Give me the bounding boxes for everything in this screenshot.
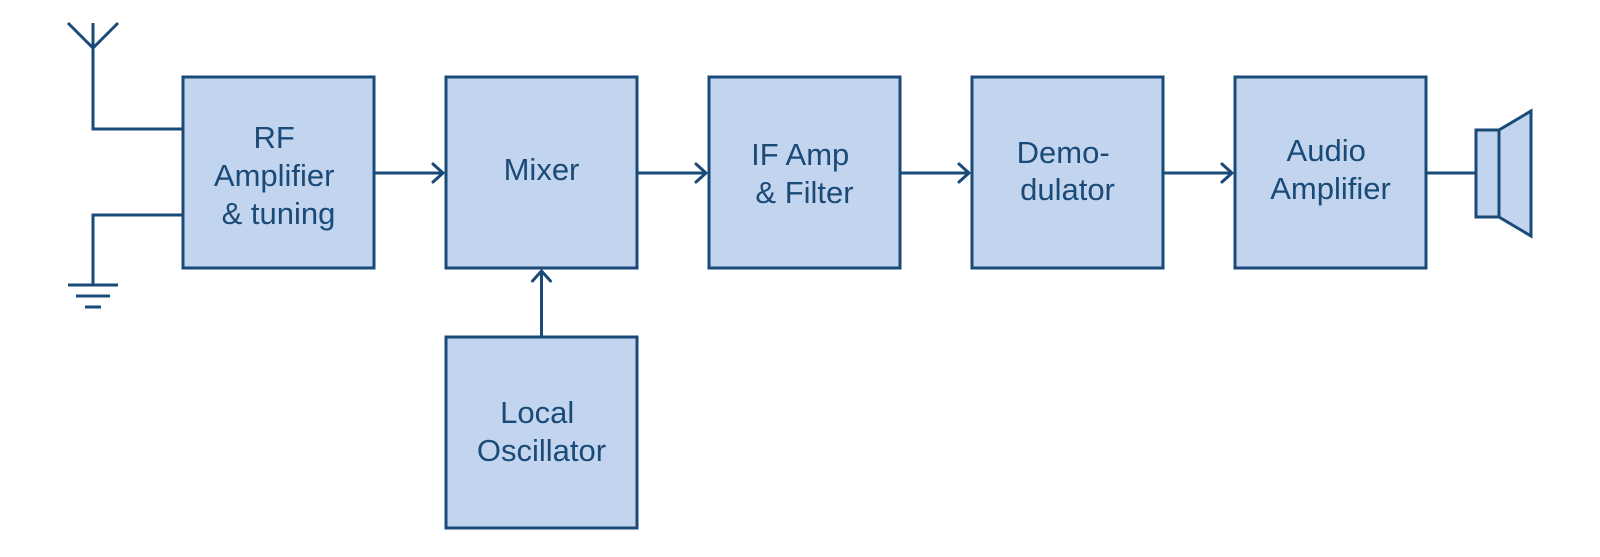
mixer-label: Mixer <box>504 152 580 187</box>
audio-amplifier-block: Audio Amplifier <box>1233 75 1428 270</box>
if-amp-filter-block: IF Amp & Filter <box>707 75 902 270</box>
antenna-icon <box>66 21 120 51</box>
rf-amplifier-label: RF Amplifier & tuning <box>214 120 343 231</box>
if-amp-filter-label: IF Amp & Filter <box>751 137 858 210</box>
arrow-mixer-to-if <box>635 162 708 184</box>
local-oscillator-block: Local Oscillator <box>444 335 639 530</box>
arrow-oscillator-to-mixer <box>531 269 552 339</box>
demodulator-label: Demo- dulator <box>1017 135 1119 207</box>
antenna-wire <box>91 46 185 131</box>
arrow-demodulator-to-audio <box>1161 162 1234 184</box>
ground-wire <box>91 213 185 285</box>
audio-amplifier-label: Audio Amplifier <box>1270 133 1391 206</box>
speaker-icon <box>1474 108 1533 239</box>
rf-amplifier-block: RF Amplifier & tuning <box>181 75 376 270</box>
arrow-if-to-demodulator <box>898 162 971 184</box>
demodulator-block: Demo- dulator <box>970 75 1165 270</box>
local-oscillator-label: Local Oscillator <box>477 395 606 468</box>
ground-icon <box>68 283 118 309</box>
arrow-rf-to-mixer <box>372 162 445 184</box>
mixer-block: Mixer <box>444 75 639 270</box>
